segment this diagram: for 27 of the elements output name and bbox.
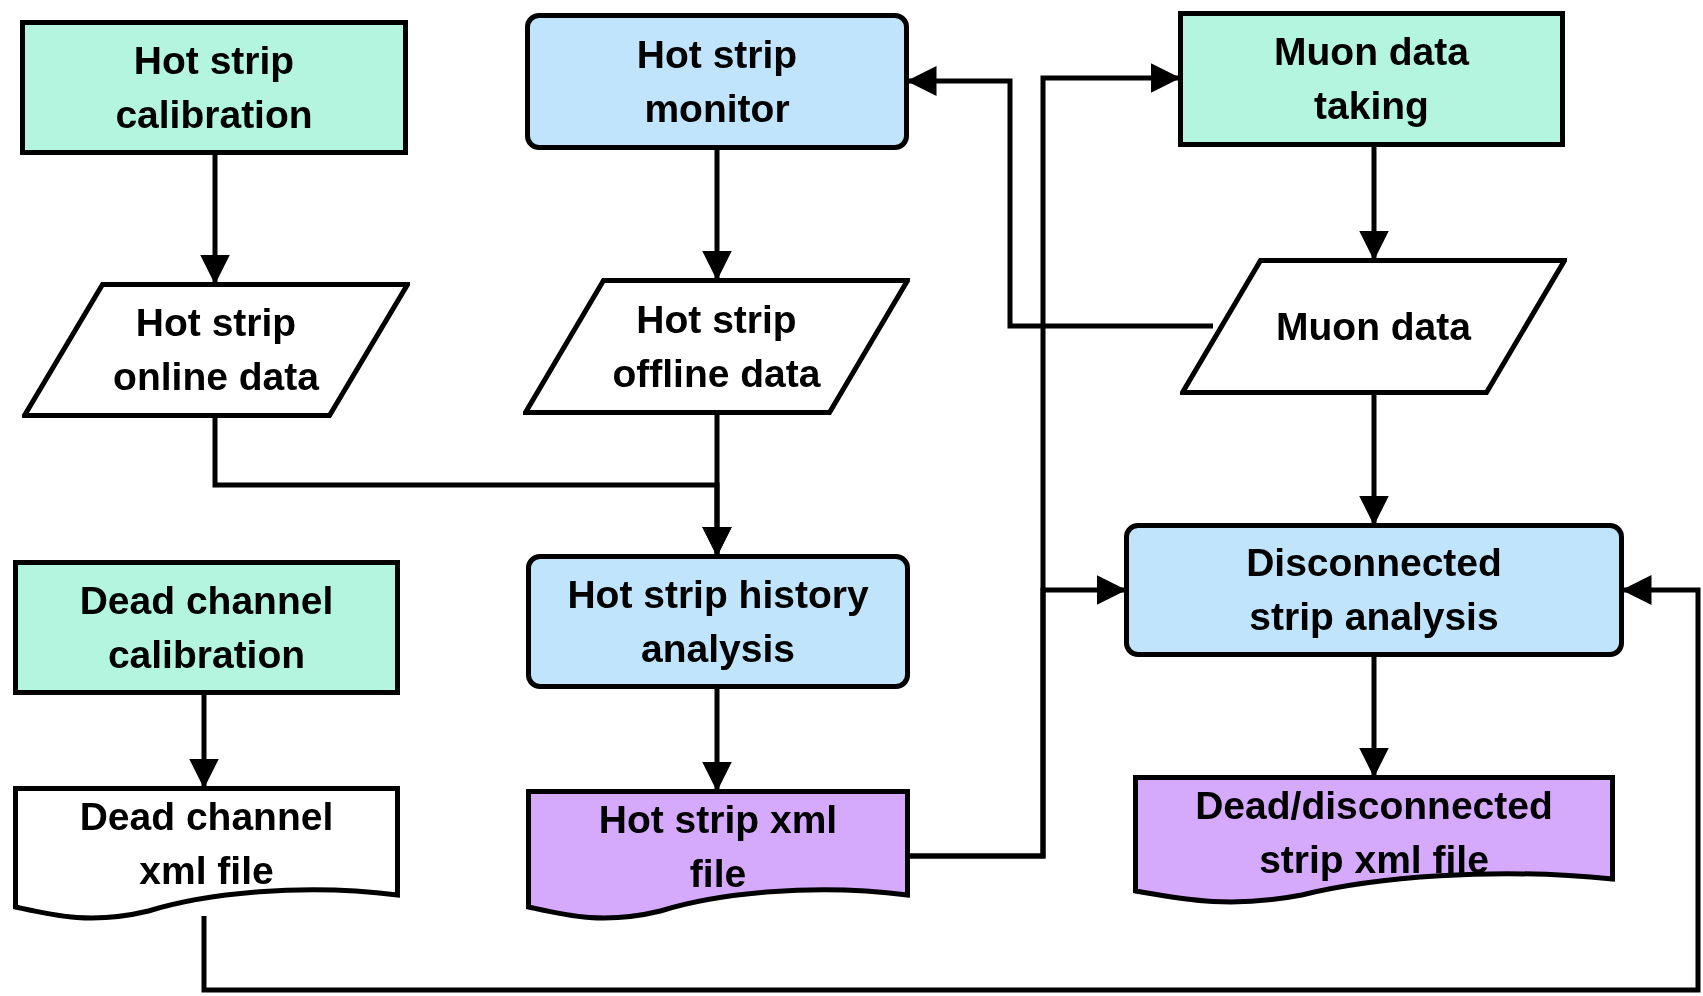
data-parallelogram (1180, 258, 1567, 395)
node-label: Muon data (1276, 303, 1471, 350)
node-label: Dead channel calibration (78, 577, 335, 678)
data-parallelogram (22, 282, 410, 418)
node-label: Hot strip xml file (597, 797, 839, 897)
process-box (526, 554, 910, 689)
process-box (20, 20, 408, 155)
data-parallelogram (523, 278, 910, 415)
process-box (13, 560, 400, 695)
arrow (1359, 395, 1389, 526)
node-label: Hot strip calibration (114, 37, 314, 138)
node-label: Muon data taking (1273, 29, 1471, 129)
node-label: Dead channel xml file (78, 794, 335, 894)
process-box (525, 13, 909, 150)
document-shape (1133, 775, 1615, 907)
node-label: Hot strip offline data (611, 296, 822, 397)
node-label: Hot strip online data (112, 300, 321, 400)
arrow (702, 415, 732, 557)
process-box (1124, 523, 1624, 657)
document-shape (526, 789, 910, 923)
node-label: Disconnected strip analysis (1245, 540, 1503, 640)
node-label: Dead/disconnected strip xml file (1194, 783, 1554, 883)
document-shape (13, 786, 400, 923)
node-label: Hot strip history analysis (566, 571, 870, 672)
node-label: Hot strip monitor (635, 31, 799, 132)
process-box (1178, 11, 1565, 147)
arrow (201, 575, 1701, 993)
